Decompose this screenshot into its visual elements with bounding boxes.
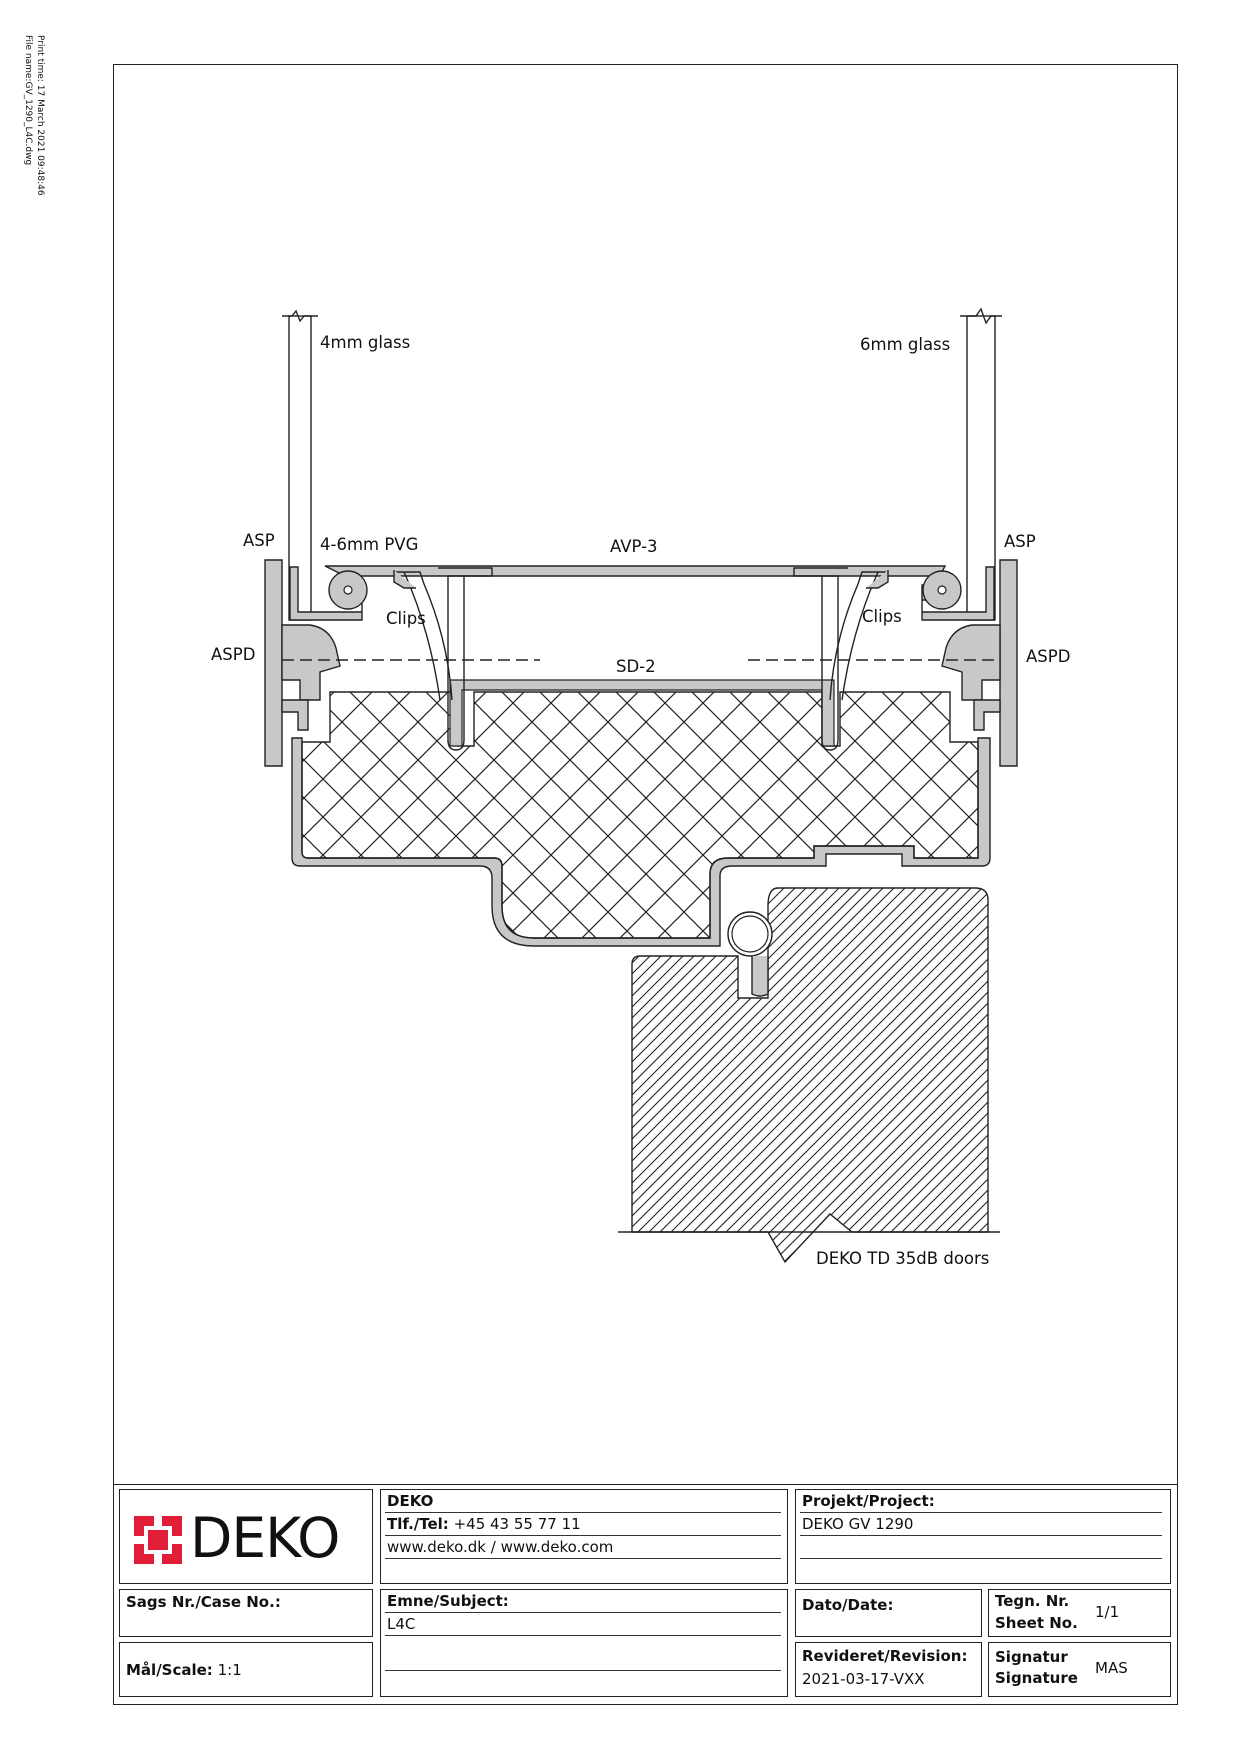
label-clips-right: Clips	[862, 607, 902, 626]
company-web: www.deko.dk / www.deko.com	[387, 1538, 614, 1556]
date-label: Dato/Date:	[802, 1596, 894, 1614]
project-label: Projekt/Project:	[802, 1492, 935, 1510]
frame-core	[301, 691, 979, 939]
asp-right	[921, 566, 995, 621]
case-label: Sags Nr./Case No.:	[126, 1593, 281, 1611]
scale-value: 1:1	[217, 1661, 242, 1679]
label-avp: AVP-3	[610, 537, 658, 556]
aspd-right	[941, 559, 1018, 767]
signature-value: MAS	[1095, 1659, 1128, 1677]
sheet-box: Tegn. Nr. Sheet No. 1/1	[988, 1589, 1171, 1637]
avp-3-plate	[324, 565, 947, 577]
signature-label-1: Signatur	[995, 1648, 1068, 1666]
clips-left	[393, 567, 493, 751]
scale-row: Mål/Scale: 1:1	[126, 1661, 242, 1679]
case-box: Sags Nr./Case No.:	[119, 1589, 373, 1637]
door-seal	[727, 911, 773, 997]
logo-wordmark: DEKO	[190, 1506, 340, 1570]
sheet-value: 1/1	[1095, 1603, 1120, 1621]
print-metadata: Print time: 17 March 2021 09:48:46 File …	[20, 35, 50, 235]
label-aspd-left: ASPD	[211, 645, 255, 664]
signature-label-2: Signature	[995, 1669, 1078, 1687]
aspd-left	[264, 559, 341, 767]
label-asp-right: ASP	[1004, 532, 1036, 551]
project-box: Projekt/Project: DEKO GV 1290	[795, 1489, 1171, 1584]
project-value: DEKO GV 1290	[802, 1515, 914, 1533]
scale-label: Mål/Scale:	[126, 1661, 213, 1679]
sheet-label-1: Tegn. Nr.	[995, 1592, 1070, 1610]
label-pvg: 4-6mm PVG	[320, 535, 418, 554]
signature-box: Signatur Signature MAS	[988, 1642, 1171, 1697]
logo-box: DEKO	[119, 1489, 373, 1584]
label-aspd-right: ASPD	[1026, 647, 1070, 666]
subject-label: Emne/Subject:	[387, 1592, 509, 1610]
company-tel: Tlf./Tel: +45 43 55 77 11	[387, 1515, 581, 1533]
tel-value: +45 43 55 77 11	[453, 1515, 581, 1533]
glass-left	[282, 309, 318, 621]
date-box: Dato/Date:	[795, 1589, 982, 1637]
company-name: DEKO	[387, 1492, 434, 1510]
clips-right	[793, 567, 889, 751]
file-name: File name:GV_1290_L4C.dwg	[23, 35, 33, 166]
company-box: DEKO Tlf./Tel: +45 43 55 77 11 www.deko.…	[380, 1489, 788, 1584]
subject-box: Emne/Subject: L4C	[380, 1589, 788, 1697]
label-clips-left: Clips	[386, 609, 426, 628]
label-asp-left: ASP	[243, 531, 275, 550]
label-door: DEKO TD 35dB doors	[816, 1249, 989, 1268]
sheet-label-2: Sheet No.	[995, 1614, 1078, 1632]
label-glass-right: 6mm glass	[860, 335, 950, 354]
deko-logo-icon	[134, 1516, 182, 1564]
revision-label: Revideret/Revision:	[802, 1647, 968, 1665]
glass-right	[960, 307, 1002, 621]
label-sd: SD-2	[616, 657, 656, 676]
print-time: Print time: 17 March 2021 09:48:46	[35, 35, 45, 196]
tel-label: Tlf./Tel:	[387, 1515, 449, 1533]
label-glass-left: 4mm glass	[320, 333, 410, 352]
door-leaf	[631, 887, 989, 1264]
subject-value: L4C	[387, 1615, 416, 1633]
asp-left	[289, 566, 368, 621]
scale-box: Mål/Scale: 1:1	[119, 1642, 373, 1697]
revision-box: Revideret/Revision: 2021-03-17-VXX	[795, 1642, 982, 1697]
revision-value: 2021-03-17-VXX	[802, 1670, 925, 1688]
